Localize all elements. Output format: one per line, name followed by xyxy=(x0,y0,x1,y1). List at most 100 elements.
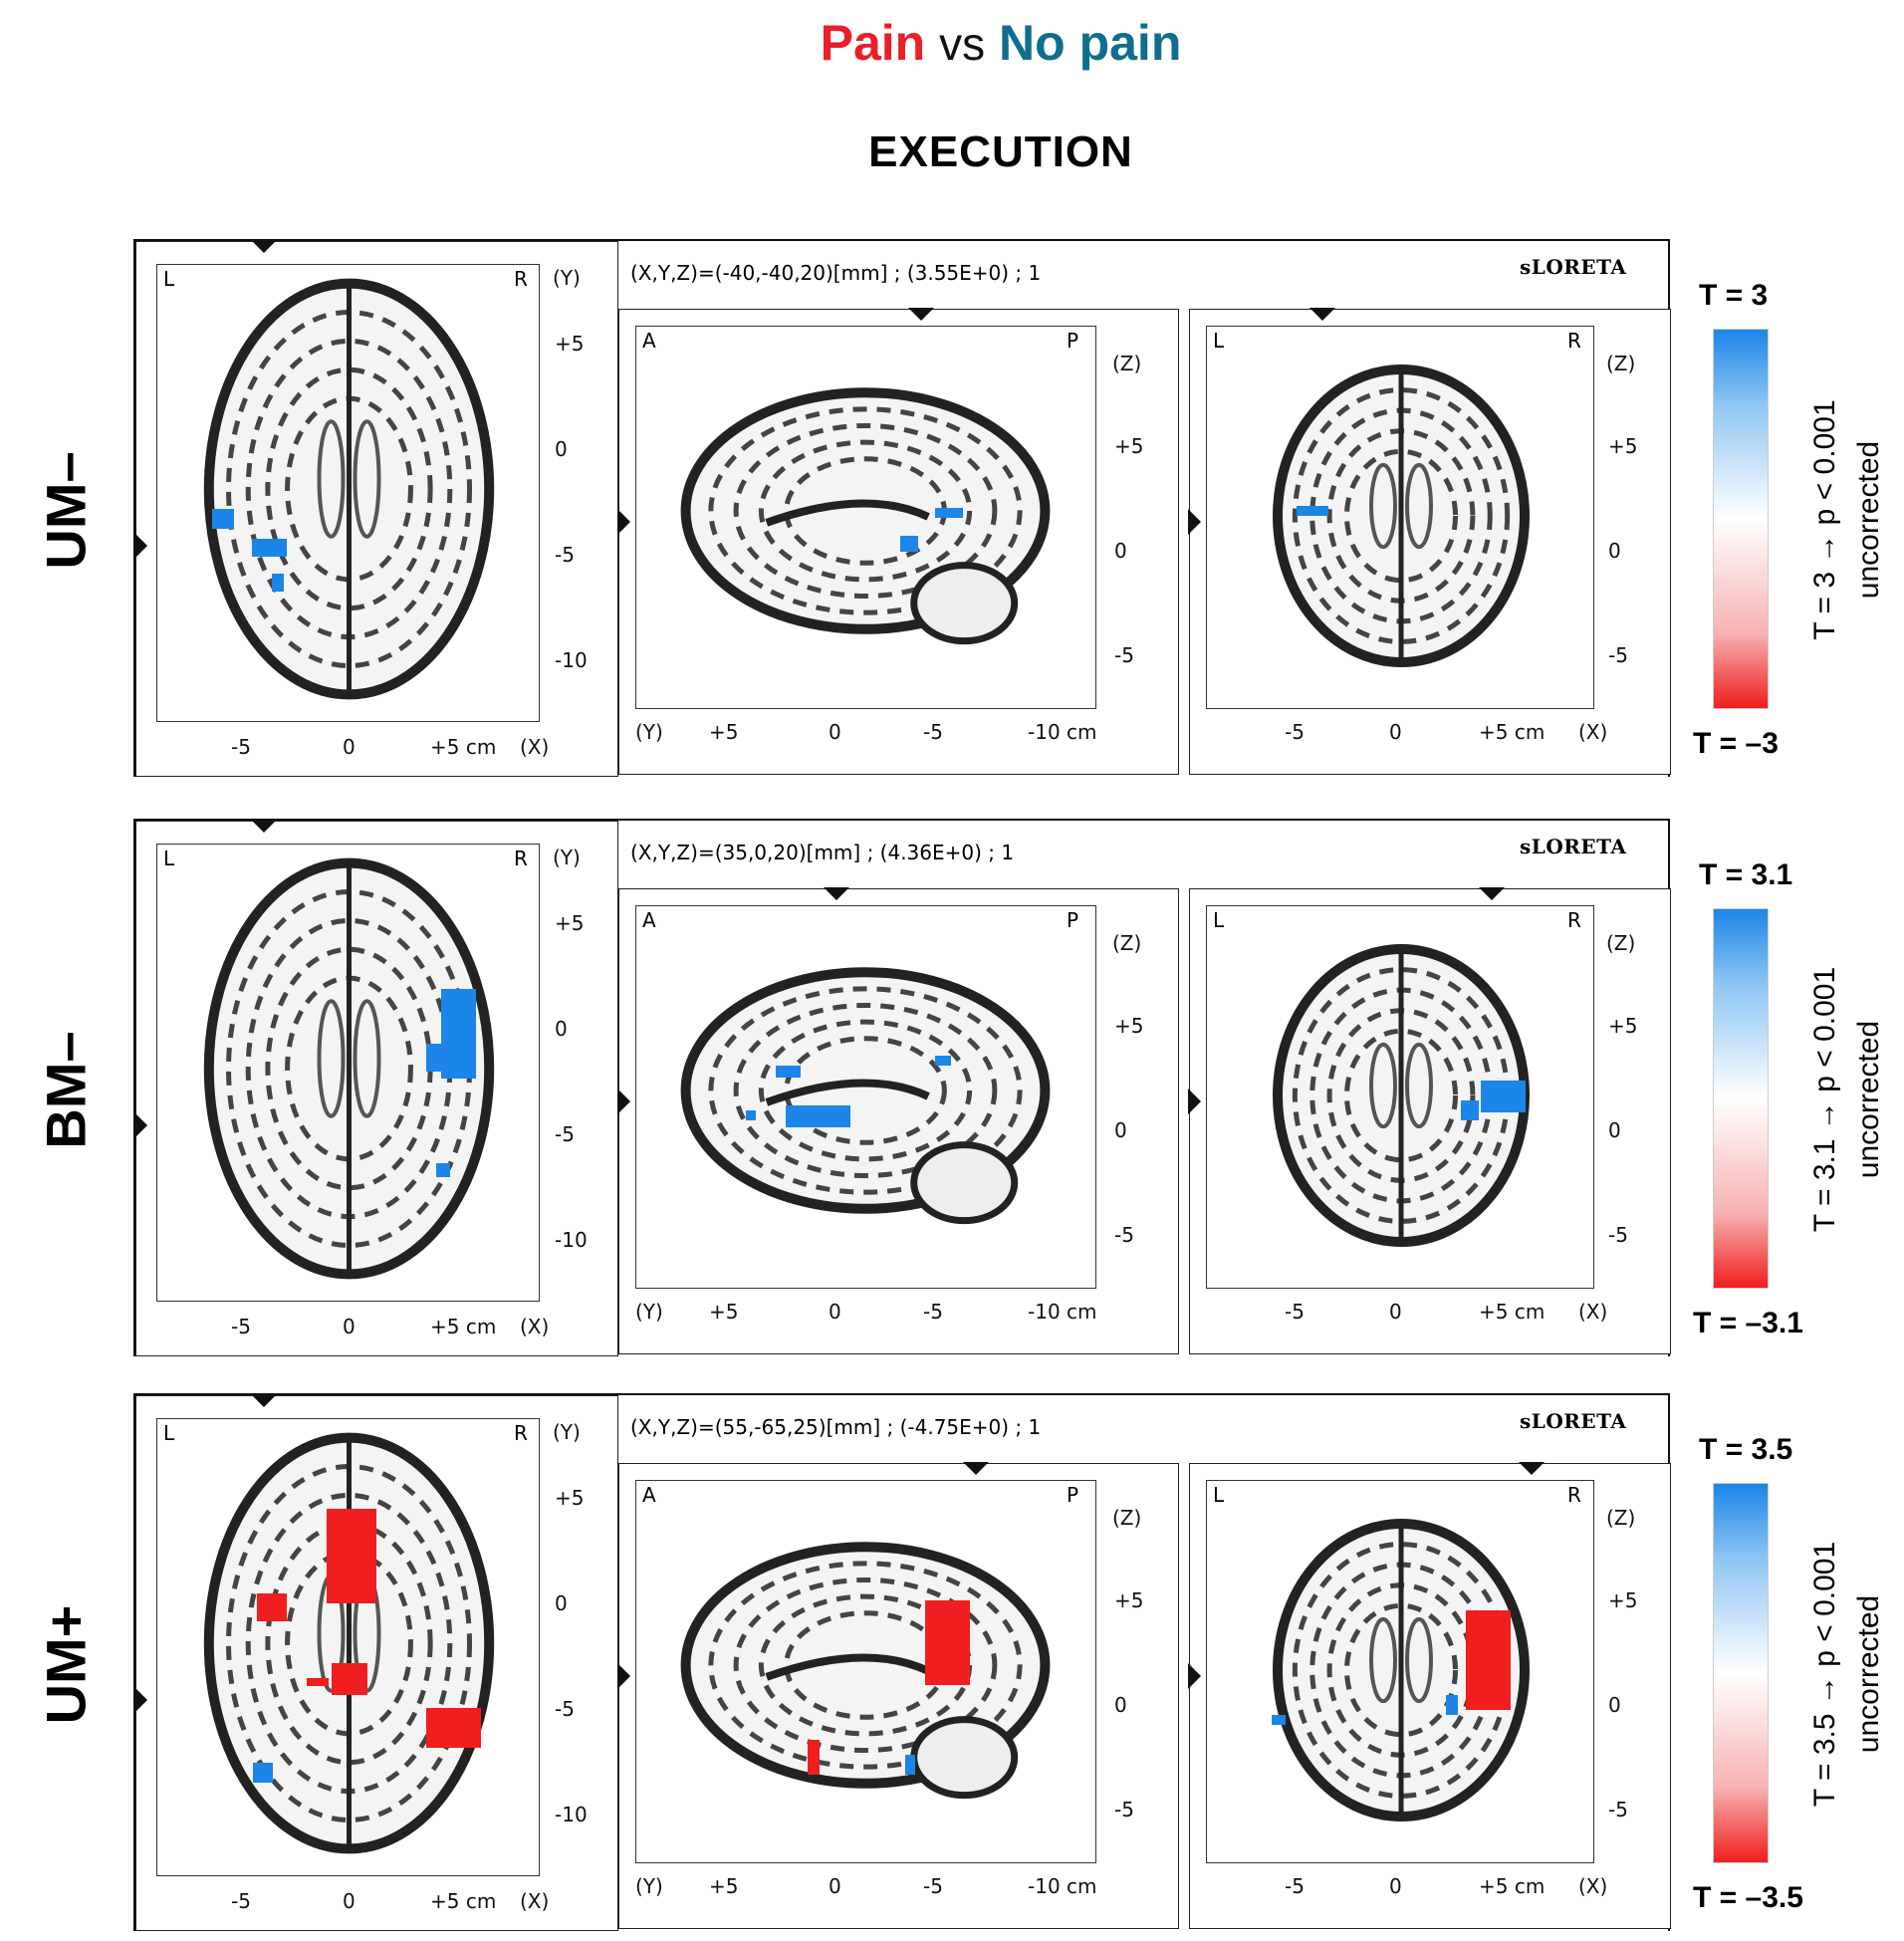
y-tick-label: (Y) xyxy=(635,720,663,744)
blue-activation-cluster xyxy=(1446,1695,1458,1715)
right-views: (X,Y,Z)=(-40,-40,20)[mm] ; (3.55E+0) ; 1… xyxy=(617,241,1671,777)
red-activation-cluster xyxy=(808,1740,820,1775)
y-tick-label: -5 xyxy=(555,543,575,567)
z-tick-label: -5 xyxy=(1114,643,1134,667)
colorbar-max-label: T = 3.1 xyxy=(1699,858,1793,891)
colorbar-threshold-label: T = 3.1 → p < 0.001 xyxy=(1808,966,1841,1233)
colorbar-note-label: uncorrected xyxy=(1852,1020,1885,1179)
slice-marker-icon[interactable] xyxy=(134,533,147,559)
corner-left-label: L xyxy=(1213,1483,1225,1507)
x-tick-label: 0 xyxy=(1389,1300,1402,1324)
slice-marker-icon[interactable] xyxy=(1519,1462,1545,1475)
slice-marker-icon[interactable] xyxy=(134,1687,147,1713)
slice-marker-icon[interactable] xyxy=(134,1112,147,1138)
corner-left-label: A xyxy=(642,908,656,932)
slice-marker-icon[interactable] xyxy=(251,240,277,253)
blue-activation-cluster xyxy=(212,509,234,529)
corner-left-label: L xyxy=(163,847,175,870)
x-tick-label: -5 xyxy=(1285,1874,1305,1898)
colorbar-note-label: uncorrected xyxy=(1852,1594,1885,1754)
z-tick-label: -5 xyxy=(1608,1223,1628,1247)
z-tick-label: 0 xyxy=(1608,1118,1621,1142)
x-tick-label: (X) xyxy=(520,735,550,759)
x-tick-label: (X) xyxy=(520,1889,550,1913)
y-tick-label: 0 xyxy=(829,1300,841,1324)
y-tick-label: -5 xyxy=(555,1122,575,1146)
x-tick-label: -5 xyxy=(231,1889,251,1913)
corner-left-label: A xyxy=(642,1483,656,1507)
y-tick-label: +5 xyxy=(555,332,585,356)
y-tick-label: +5 xyxy=(555,911,585,935)
slice-marker-icon[interactable] xyxy=(1309,308,1335,321)
slice-marker-icon[interactable] xyxy=(1188,1663,1201,1689)
z-tick-label: +5 xyxy=(1608,1014,1638,1038)
x-tick-label: 0 xyxy=(1389,1874,1402,1898)
corner-right-label: R xyxy=(514,1421,528,1445)
z-tick-label: +5 xyxy=(1114,434,1144,458)
section-subtitle: EXECUTION xyxy=(868,127,1133,176)
corner-right-label: R xyxy=(1567,908,1581,932)
blue-activation-cluster xyxy=(441,989,476,1079)
slice-marker-icon[interactable] xyxy=(1188,1089,1201,1114)
slice-marker-icon[interactable] xyxy=(1479,887,1505,900)
x-tick-label: 0 xyxy=(343,1315,356,1338)
y-tick-label: -5 xyxy=(555,1697,575,1721)
slice-marker-icon[interactable] xyxy=(251,1394,277,1407)
slice-marker-icon[interactable] xyxy=(617,1663,630,1689)
y-tick-label: 0 xyxy=(829,720,841,744)
x-tick-label: -5 xyxy=(231,1315,251,1338)
red-activation-cluster xyxy=(332,1663,367,1695)
y-tick-label: (Y) xyxy=(635,1300,663,1324)
blue-activation-cluster xyxy=(253,1763,273,1783)
row-label: UM– xyxy=(34,451,98,570)
z-tick-label: -5 xyxy=(1608,1798,1628,1821)
title-vs: vs xyxy=(939,18,986,70)
x-tick-label: +5 cm xyxy=(430,735,497,759)
sloreta-brand: sLORETA xyxy=(1520,255,1627,279)
z-tick-label: +5 xyxy=(1114,1014,1144,1038)
colorbar-gradient xyxy=(1713,908,1769,1289)
blue-activation-cluster xyxy=(935,1056,951,1066)
axial-brain-slice xyxy=(203,278,495,700)
colorbar-gradient xyxy=(1713,329,1769,709)
corner-left-label: L xyxy=(1213,908,1225,932)
blue-activation-cluster xyxy=(935,508,963,518)
y-tick-label: 0 xyxy=(555,1591,568,1615)
blue-activation-cluster xyxy=(426,1044,446,1072)
x-tick-label: (X) xyxy=(520,1315,550,1338)
red-activation-cluster xyxy=(307,1678,329,1686)
slice-marker-icon[interactable] xyxy=(617,1089,630,1114)
y-tick-label: -10 cm xyxy=(1028,1874,1097,1898)
slice-marker-icon[interactable] xyxy=(617,509,630,535)
sagittal-brain-slice xyxy=(680,387,1051,645)
slice-marker-icon[interactable] xyxy=(908,308,934,321)
slice-marker-icon[interactable] xyxy=(251,820,277,833)
row-label: UM+ xyxy=(34,1604,98,1725)
sloreta-brand: sLORETA xyxy=(1520,835,1627,858)
blue-activation-cluster xyxy=(900,536,918,552)
coronal-brain-slice xyxy=(1273,364,1530,667)
x-tick-label: +5 cm xyxy=(430,1889,497,1913)
z-tick-label: +5 xyxy=(1608,1588,1638,1612)
colorbar-max-label: T = 3.5 xyxy=(1699,1433,1793,1466)
slice-marker-icon[interactable] xyxy=(963,1462,989,1475)
colorbar-threshold-label: T = 3 → p < 0.001 xyxy=(1808,399,1841,640)
slice-marker-icon[interactable] xyxy=(824,887,849,900)
corner-right-label: P xyxy=(1067,1483,1079,1507)
y-tick-label: +5 xyxy=(555,1486,585,1510)
y-tick-label: +5 xyxy=(709,1874,739,1898)
colorbar-gradient xyxy=(1713,1483,1769,1863)
corner-left-label: A xyxy=(642,329,656,353)
y-tick-label: -10 cm xyxy=(1028,720,1097,744)
red-activation-cluster xyxy=(1466,1610,1511,1710)
slice-marker-icon[interactable] xyxy=(1188,509,1201,535)
x-tick-label: +5 cm xyxy=(1479,720,1546,744)
